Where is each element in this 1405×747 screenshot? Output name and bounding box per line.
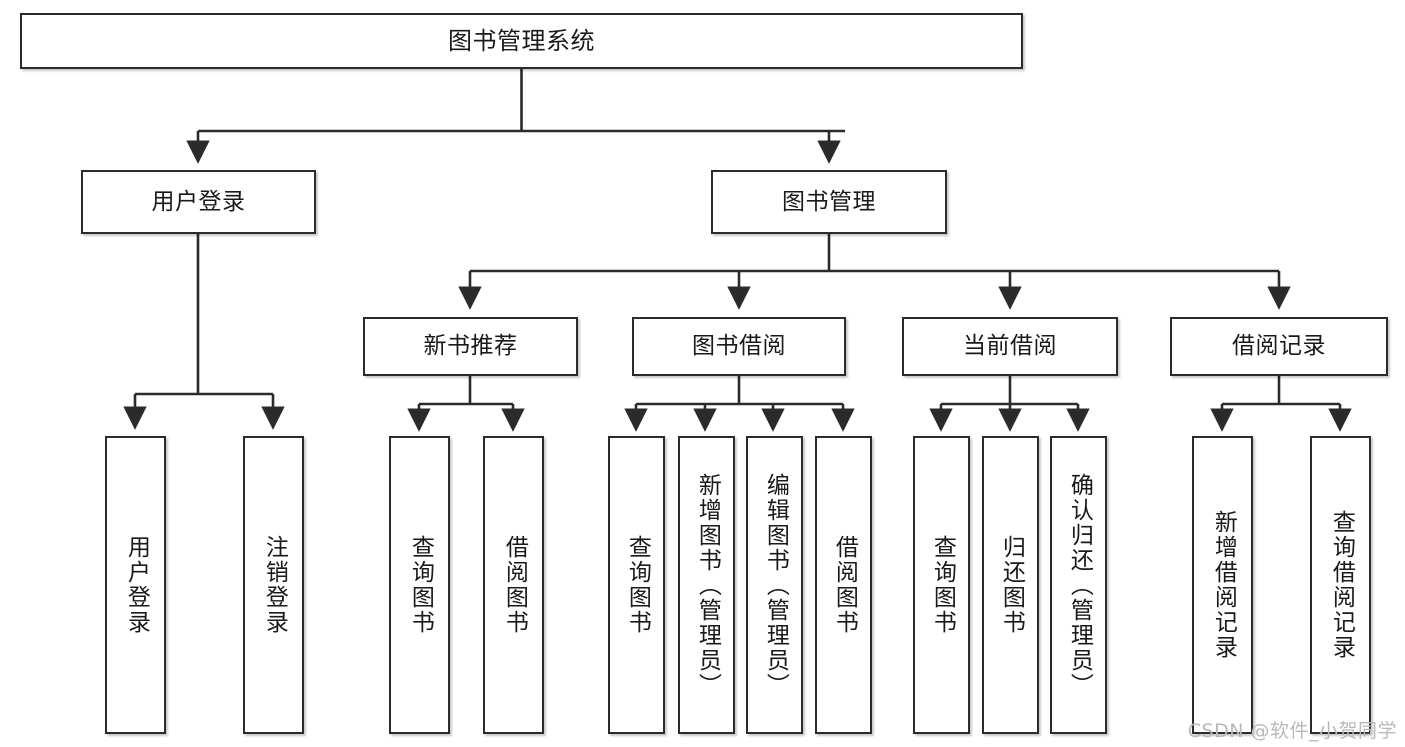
- node-label: 编辑图书（管理员）: [762, 472, 789, 698]
- node-label: 查询图书: [929, 535, 956, 635]
- node-user-login[interactable]: 用户登录: [81, 170, 316, 234]
- leaf-add-record[interactable]: 新增借阅记录: [1192, 436, 1253, 734]
- node-label: 用户登录: [151, 188, 246, 215]
- node-label: 借阅图书: [831, 535, 858, 635]
- node-label: 图书管理系统: [448, 27, 595, 55]
- leaf-borrow-book-1[interactable]: 借阅图书: [483, 436, 544, 734]
- node-label: 确认归还（管理员）: [1066, 472, 1093, 698]
- node-new-book-recommend[interactable]: 新书推荐: [363, 317, 578, 376]
- node-label: 图书管理: [782, 188, 876, 215]
- leaf-return-book[interactable]: 归还图书: [982, 436, 1039, 734]
- leaf-user-login[interactable]: 用户登录: [105, 436, 166, 734]
- leaf-query-book-3[interactable]: 查询图书: [913, 436, 970, 734]
- node-label: 借阅记录: [1232, 333, 1326, 359]
- leaf-logout-login[interactable]: 注销登录: [243, 436, 304, 734]
- node-label: 新增图书（管理员）: [694, 472, 721, 698]
- node-label: 注销登录: [261, 535, 288, 635]
- node-label: 查询图书: [407, 535, 434, 635]
- node-label: 新书推荐: [423, 333, 518, 359]
- node-label: 图书借阅: [692, 333, 786, 359]
- node-current-borrow[interactable]: 当前借阅: [902, 317, 1118, 376]
- leaf-confirm-return[interactable]: 确认归还（管理员）: [1050, 436, 1107, 734]
- leaf-add-book[interactable]: 新增图书（管理员）: [678, 436, 735, 734]
- node-label: 用户登录: [123, 535, 150, 635]
- node-label: 新增借阅记录: [1210, 510, 1237, 660]
- leaf-borrow-book-2[interactable]: 借阅图书: [815, 436, 872, 734]
- leaf-edit-book[interactable]: 编辑图书（管理员）: [746, 436, 803, 734]
- node-label: 当前借阅: [963, 333, 1057, 359]
- node-label: 归还图书: [998, 535, 1025, 635]
- node-book-manage[interactable]: 图书管理: [711, 170, 947, 234]
- leaf-query-book-2[interactable]: 查询图书: [608, 436, 665, 734]
- node-book-borrow[interactable]: 图书借阅: [632, 317, 846, 376]
- node-borrow-record[interactable]: 借阅记录: [1170, 317, 1388, 376]
- leaf-query-record[interactable]: 查询借阅记录: [1310, 436, 1371, 734]
- node-label: 查询借阅记录: [1328, 510, 1355, 660]
- node-root-book-management-system[interactable]: 图书管理系统: [20, 13, 1023, 69]
- csdn-watermark: CSDN @软件_小贺同学: [1187, 720, 1397, 742]
- leaf-query-book-1[interactable]: 查询图书: [389, 436, 450, 734]
- node-label: 查询图书: [624, 535, 651, 635]
- node-label: 借阅图书: [501, 535, 528, 635]
